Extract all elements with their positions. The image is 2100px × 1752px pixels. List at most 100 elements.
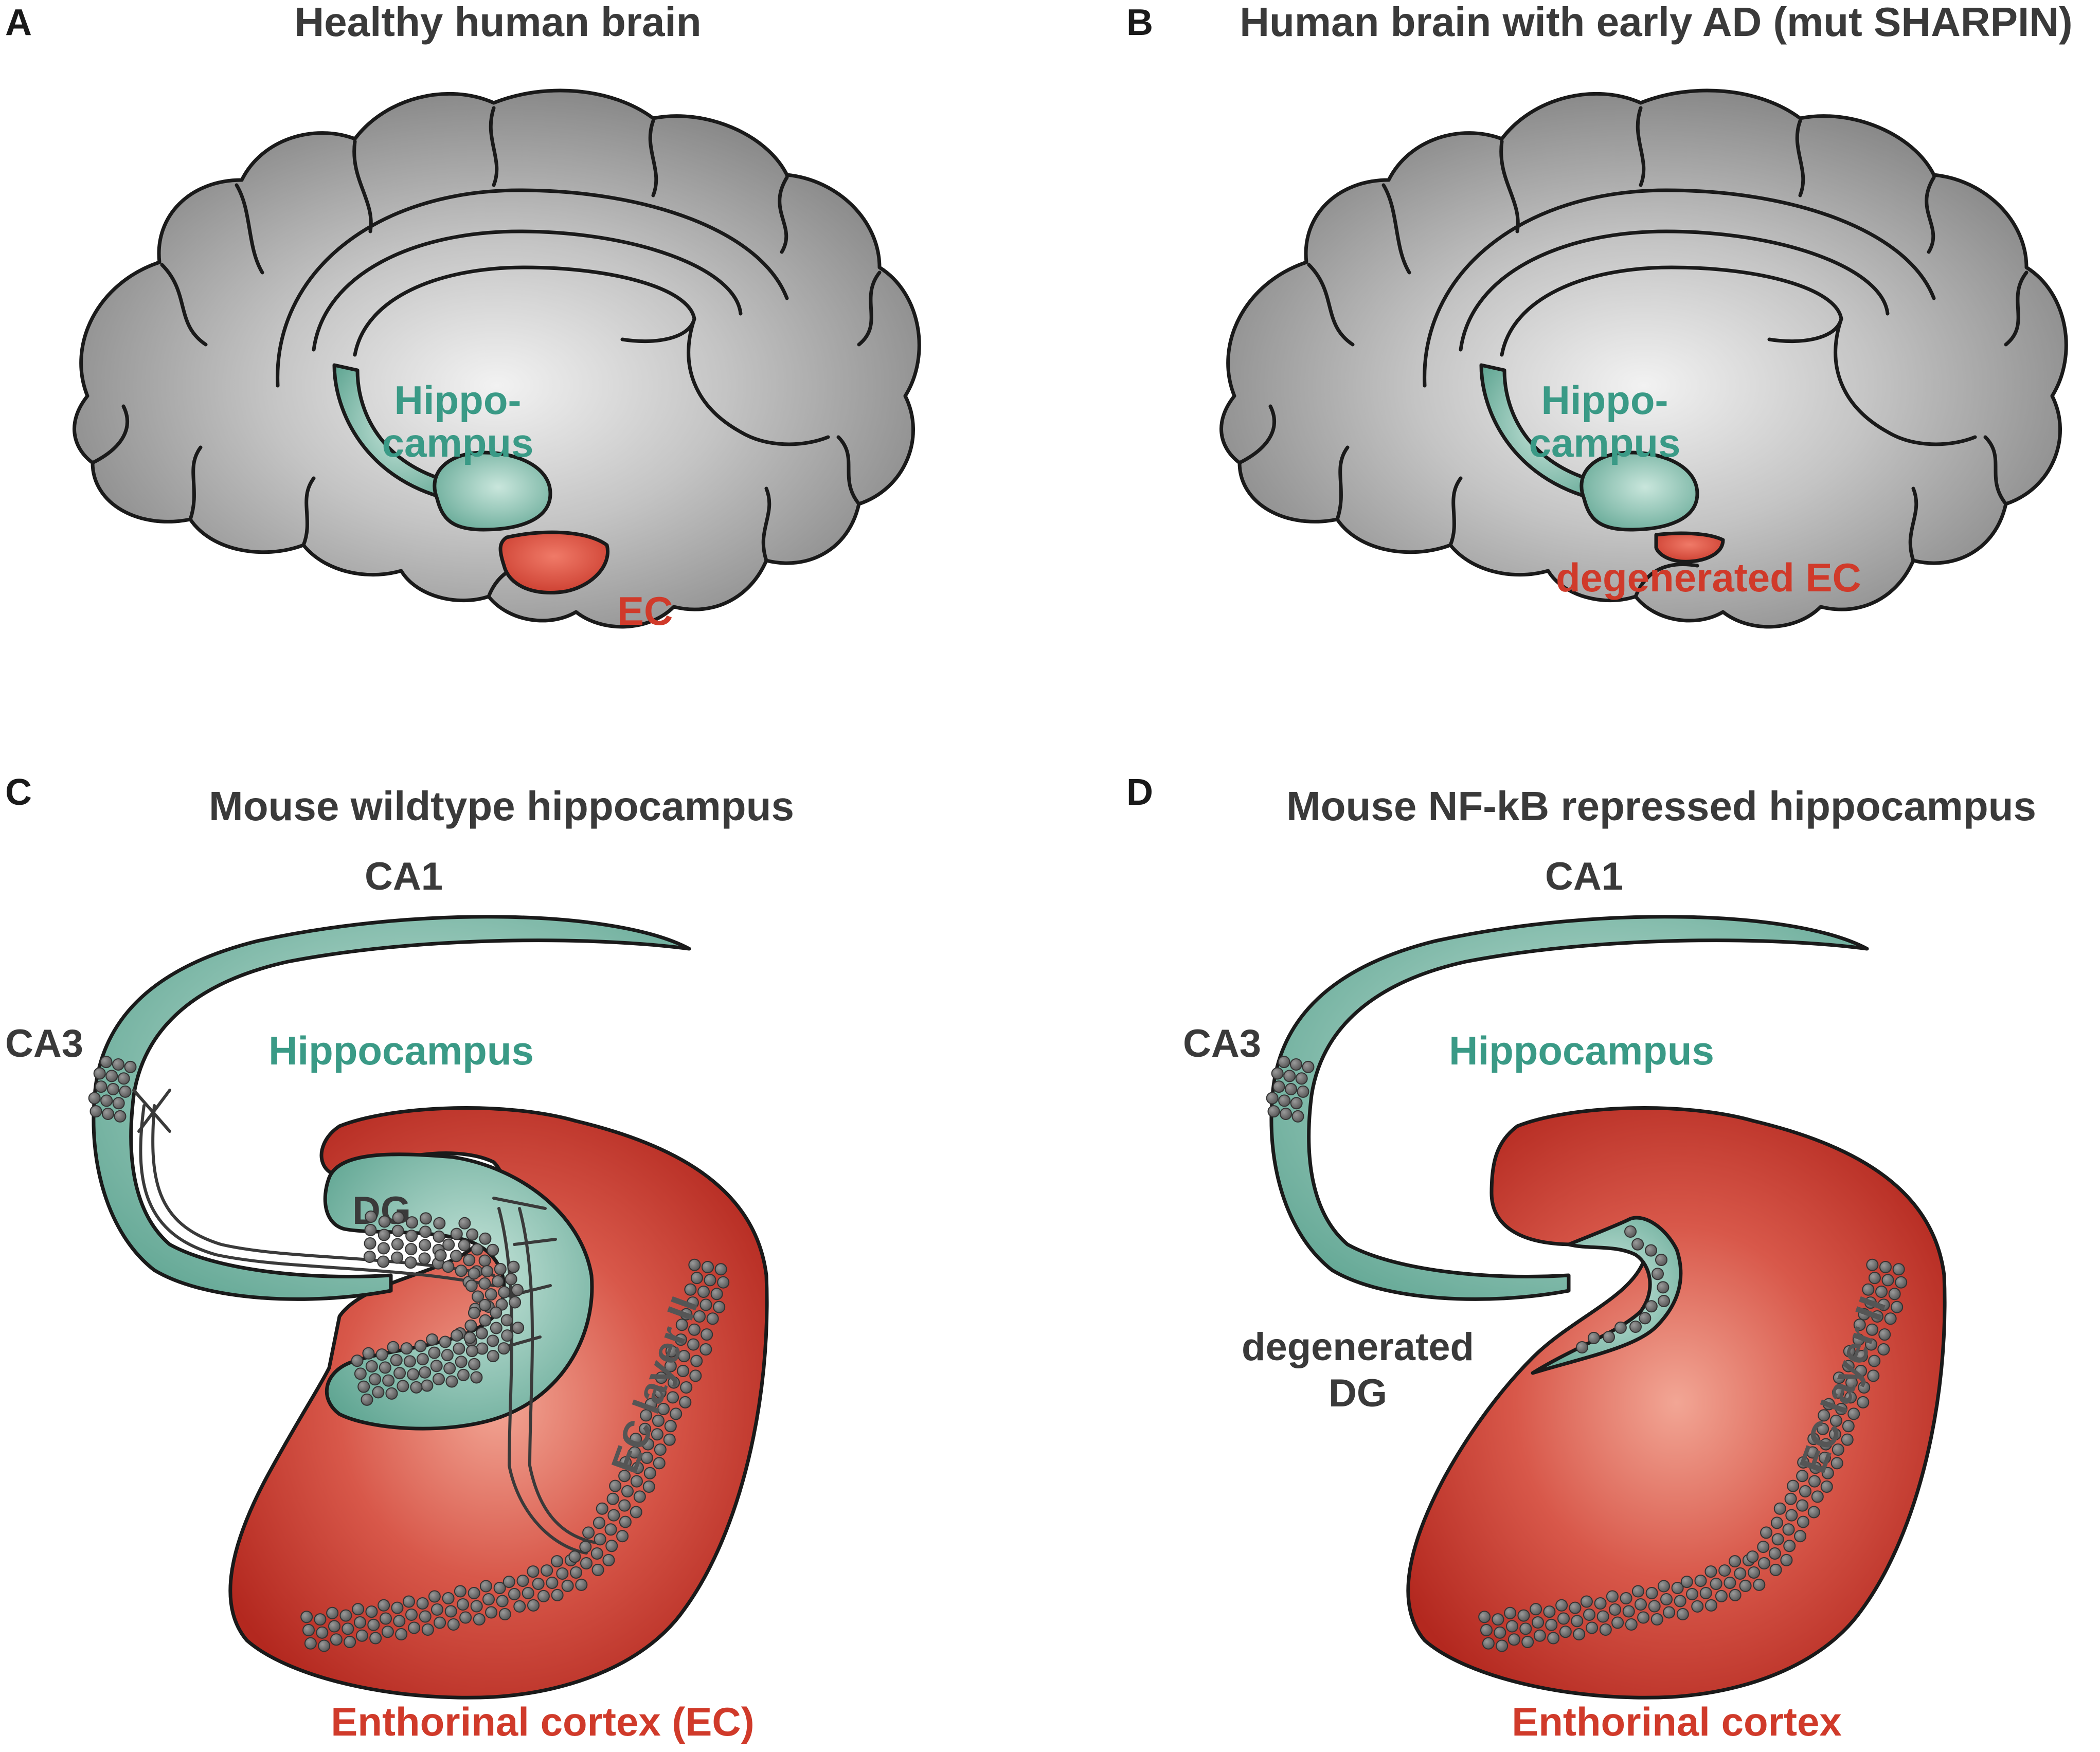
neuron-dot: [1787, 1479, 1800, 1492]
neuron-dot: [1833, 1371, 1845, 1384]
neuron-dot: [1892, 1263, 1905, 1276]
neuron-dot: [124, 1060, 137, 1073]
neuron-dot: [369, 1373, 382, 1386]
neuron-dot: [364, 1237, 376, 1250]
dg-label-d-line1: degenerated: [1242, 1325, 1474, 1369]
neuron-dot: [704, 1274, 716, 1287]
neuron-dot: [665, 1345, 678, 1358]
neuron-dot: [642, 1438, 654, 1451]
panel-d-letter: D: [1126, 772, 1153, 813]
neuron-dot: [1594, 1597, 1607, 1610]
neuron-dot: [1517, 1609, 1530, 1622]
neuron-dot: [344, 1636, 356, 1649]
neuron-dot: [482, 1593, 495, 1605]
neuron-dot: [498, 1607, 511, 1620]
neuron-dot: [1746, 1550, 1759, 1563]
neuron-dot: [1297, 1085, 1309, 1098]
neuron-dot: [596, 1502, 608, 1515]
neuron-dot: [706, 1312, 719, 1325]
neuron-dot: [630, 1475, 643, 1488]
panel-b: B Human brain with early AD (mut SHARPIN…: [1126, 0, 2073, 627]
neuron-dot: [1290, 1058, 1302, 1071]
neuron-dot: [380, 1612, 392, 1625]
neuron-dot: [418, 1252, 431, 1265]
neuron-dot: [117, 1072, 130, 1085]
neuron-dot: [1625, 1618, 1638, 1631]
neuron-dot: [391, 1601, 404, 1614]
neuron-dot: [367, 1618, 380, 1631]
neuron-dot: [516, 1575, 529, 1587]
neuron-dot: [342, 1622, 354, 1635]
neuron-dot: [382, 1374, 395, 1387]
hippocampus-label-c: Hippocampus: [268, 1028, 534, 1073]
neuron-dot: [433, 1217, 446, 1230]
neuron-dot: [457, 1368, 470, 1381]
neuron-dot: [670, 1407, 683, 1420]
neuron-dot: [404, 1256, 417, 1269]
neuron-dot: [447, 1618, 460, 1631]
neuron-dot: [1724, 1576, 1736, 1589]
neuron-dot: [500, 1314, 513, 1327]
neuron-dot: [1729, 1588, 1742, 1601]
neuron-dot: [1267, 1105, 1280, 1118]
neuron-dot: [493, 1582, 506, 1595]
neuron-dot: [1555, 1599, 1568, 1612]
neuron-dot: [653, 1457, 666, 1470]
neuron-dot: [466, 1228, 479, 1241]
neuron-dot: [407, 1368, 420, 1381]
neuron-dot: [594, 1533, 606, 1546]
neuron-dot: [655, 1371, 668, 1384]
neuron-dot: [1280, 1108, 1292, 1120]
neuron-dot: [580, 1557, 593, 1569]
neuron-dot: [487, 1350, 499, 1363]
neuron-dot: [1624, 1225, 1637, 1238]
neuron-dot: [699, 1343, 712, 1356]
neuron-dot: [490, 1322, 502, 1334]
neuron-dot: [1492, 1613, 1504, 1626]
ca-curve-c: [92, 915, 691, 1301]
neuron-dot: [1504, 1606, 1517, 1619]
neuron-dot: [1657, 1580, 1670, 1593]
neuron-dot: [688, 1323, 701, 1336]
panel-a-letter: A: [5, 2, 32, 43]
neuron-dot: [431, 1603, 443, 1616]
neuron-dot: [1272, 1080, 1285, 1093]
neuron-dot: [442, 1592, 455, 1605]
neuron-dot: [509, 1296, 522, 1309]
neuron-dot: [1845, 1376, 1858, 1389]
neuron-dot: [93, 1067, 106, 1080]
neuron-dot: [551, 1555, 564, 1568]
neuron-dot: [1631, 1238, 1644, 1251]
neuron-dot: [1844, 1391, 1857, 1404]
neuron-dot: [485, 1606, 498, 1619]
neuron-dot: [1757, 1541, 1770, 1554]
neuron-dot: [1650, 1613, 1663, 1625]
neuron-dot: [1753, 1578, 1766, 1591]
neuron-dot: [1769, 1563, 1782, 1576]
neuron-dot: [1620, 1592, 1632, 1605]
neuron-dot: [470, 1600, 483, 1613]
neuron-dot: [377, 1242, 390, 1255]
neuron-dot: [114, 1110, 127, 1123]
neuron-dot: [1478, 1611, 1491, 1623]
panel-a: A Healthy human brain: [5, 0, 919, 634]
ca-curve-d: [1269, 915, 1869, 1301]
neuron-dot: [1867, 1369, 1880, 1382]
neuron-dot: [1291, 1110, 1304, 1123]
neuron-dot: [1855, 1364, 1868, 1377]
neuron-dot: [441, 1349, 454, 1362]
neuron-dot: [1797, 1515, 1809, 1528]
neuron-dot: [1758, 1557, 1770, 1569]
brain-b: Hippo- campus degenerated EC: [1222, 91, 2067, 627]
neuron-dot: [1884, 1312, 1897, 1325]
neuron-dot: [1283, 1070, 1296, 1082]
neuron-dot: [1895, 1276, 1908, 1289]
neuron-dot: [688, 1258, 701, 1271]
neuron-dot: [450, 1250, 462, 1262]
neuron-dot: [1631, 1585, 1644, 1598]
neuron-dot: [1835, 1403, 1847, 1415]
neuron-dot: [522, 1586, 534, 1599]
cortex-label-d: Enthorinal cortex: [1512, 1699, 1841, 1744]
hippocampus-label-d: Hippocampus: [1449, 1028, 1714, 1073]
